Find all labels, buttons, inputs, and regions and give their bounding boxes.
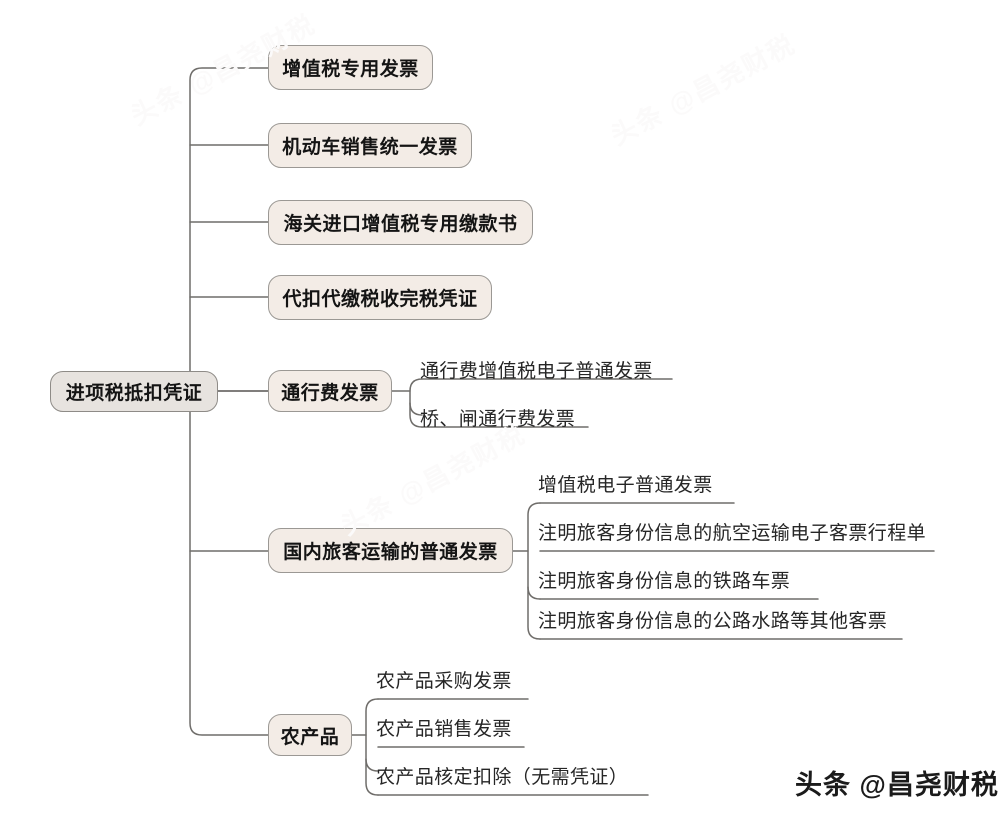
leaf-agri-child-2[interactable]: 农产品核定扣除（无需凭证） (376, 767, 629, 788)
leaf-agri-child-0[interactable]: 农产品采购发票 (376, 671, 512, 692)
leaf-passenger-child-3[interactable]: 注明旅客身份信息的公路水路等其他客票 (538, 611, 888, 632)
background-watermark-ghost-3: 头条 @昌尧财税 (335, 418, 531, 542)
leaf-agri-child-1[interactable]: 农产品销售发票 (376, 719, 512, 740)
leaf-passenger-child-1[interactable]: 注明旅客身份信息的航空运输电子客票行程单 (538, 523, 927, 544)
branch-node-vat-special-invoice[interactable]: 增值税专用发票 (268, 45, 433, 90)
branch-node-agricultural-products[interactable]: 农产品 (268, 714, 352, 756)
branch-label-motor-vehicle-invoice: 机动车销售统一发票 (282, 137, 458, 158)
branch-node-toll-invoice[interactable]: 通行费发票 (268, 370, 392, 412)
leaf-toll-child-0[interactable]: 通行费增值税电子普通发票 (420, 361, 653, 382)
branch-node-withholding-tax-certificate[interactable]: 代扣代缴税收完税凭证 (268, 275, 492, 320)
branch-label-toll-invoice: 通行费发票 (281, 382, 379, 404)
branch-node-customs-import-vat[interactable]: 海关进口增值税专用缴款书 (268, 200, 533, 245)
root-node-label: 进项税抵扣凭证 (65, 383, 203, 404)
branch-label-agricultural-products: 农产品 (280, 726, 340, 748)
branch-label-withholding-tax-certificate: 代扣代缴税收完税凭证 (282, 289, 478, 310)
root-node[interactable]: 进项税抵扣凭证 (50, 371, 218, 412)
leaf-passenger-child-2[interactable]: 注明旅客身份信息的铁路车票 (538, 571, 791, 592)
leaf-toll-child-1[interactable]: 桥、闸通行费发票 (420, 409, 576, 430)
branch-node-motor-vehicle-invoice[interactable]: 机动车销售统一发票 (268, 123, 472, 168)
branch-label-vat-special-invoice: 增值税专用发票 (282, 59, 419, 80)
watermark-label: 头条 @昌尧财税 (795, 770, 999, 800)
branch-node-domestic-passenger-transport[interactable]: 国内旅客运输的普通发票 (268, 528, 513, 573)
branch-label-domestic-passenger-transport: 国内旅客运输的普通发票 (283, 542, 498, 563)
branch-label-customs-import-vat: 海关进口增值税专用缴款书 (283, 214, 518, 235)
leaf-passenger-child-0[interactable]: 增值税电子普通发票 (538, 475, 713, 496)
background-watermark-ghost-2: 头条 @昌尧财税 (605, 28, 801, 152)
